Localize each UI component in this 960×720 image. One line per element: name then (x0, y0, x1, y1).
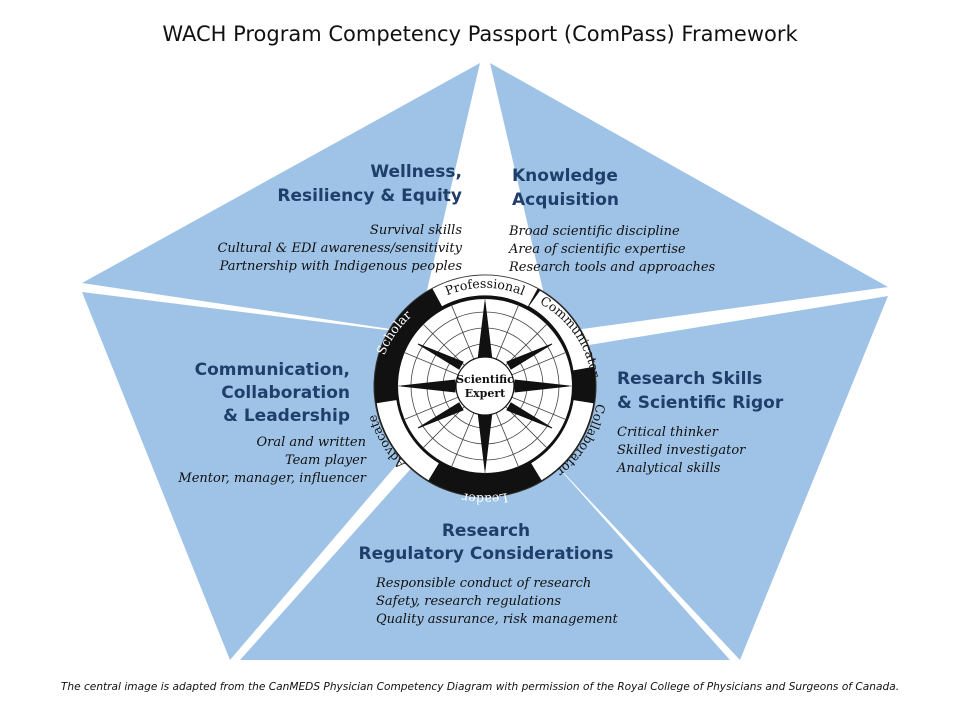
ring-sector-communicator (529, 290, 593, 371)
star-point-southeast (506, 402, 553, 429)
communication-text: Communication, Collaboration & Leadershi… (177, 360, 366, 486)
star-point-southwest (417, 402, 464, 429)
star-point-northeast (506, 343, 553, 370)
segment-regulatory (240, 455, 730, 660)
segment-communication (82, 292, 410, 660)
communication-item: Oral and written (256, 435, 366, 450)
ring-label-leader: Leader (461, 490, 510, 507)
communication-item: Mentor, manager, influencer (177, 471, 366, 486)
wellness-item: Partnership with Indigenous peoples (219, 259, 463, 274)
svg-text:Resiliency & Equity: Resiliency & Equity (277, 186, 462, 206)
compass-rose: Scientific Expert Professional Communica… (364, 274, 608, 507)
footnote: The central image is adapted from the Ca… (60, 681, 900, 693)
research-skills-heading-line: Research Skills (617, 369, 762, 389)
wellness-heading-line: Resiliency & Equity (277, 186, 462, 206)
segment-research-skills (547, 296, 888, 660)
regulatory-text: Research Regulatory Considerations Respo… (359, 521, 619, 627)
knowledge-item: Research tools and approaches (508, 260, 716, 275)
research-skills-item: Critical thinker (617, 425, 719, 440)
communication-heading-line: Collaboration (221, 383, 350, 403)
knowledge-item: Area of scientific expertise (508, 242, 686, 257)
regulatory-heading-line: Research (442, 521, 530, 541)
communication-heading-line: & Leadership (223, 406, 350, 426)
regulatory-heading-line: Regulatory Considerations (359, 544, 614, 564)
ring-sector-collaborator (531, 400, 594, 481)
star-point-east (514, 379, 570, 393)
center-label-line: Expert (465, 387, 506, 400)
knowledge-text: Knowledge Acquisition Broad scientific d… (508, 166, 716, 275)
research-skills-item: Skilled investigator (617, 443, 746, 458)
compass-star (400, 301, 570, 471)
knowledge-heading-line: Acquisition (512, 190, 619, 210)
regulatory-item: Safety, research regulations (376, 594, 561, 609)
compass-center-disc (455, 356, 515, 416)
center-label-line: Scientific (456, 373, 514, 386)
communication-heading-line: Communication, (195, 360, 350, 380)
research-skills-item: Analytical skills (616, 461, 721, 476)
svg-text:Wellness,: Wellness, (370, 162, 462, 182)
wellness-item: Cultural & EDI awareness/sensitivity (217, 241, 462, 256)
star-point-northwest (417, 343, 464, 370)
research-skills-heading-line: & Scientific Rigor (617, 393, 784, 413)
knowledge-item: Broad scientific discipline (508, 224, 680, 239)
ring-sector-professional (432, 275, 538, 307)
wellness-heading-line: Wellness, (370, 162, 462, 182)
research-skills-text: Research Skills & Scientific Rigor Criti… (616, 369, 784, 476)
regulatory-item: Responsible conduct of research (375, 576, 591, 591)
wellness-item: Survival skills (370, 223, 462, 238)
communication-item: Team player (285, 453, 367, 468)
regulatory-item: Quality assurance, risk management (376, 612, 619, 627)
knowledge-heading-line: Knowledge (512, 166, 618, 186)
wellness-text: Wellness, Resiliency & Equity Survival s… (217, 162, 462, 274)
segment-knowledge (490, 63, 888, 333)
pentagon-segments (82, 63, 888, 660)
ring-sector-advocate (376, 400, 439, 481)
star-point-west (400, 379, 456, 393)
page-title: WACH Program Competency Passport (ComPas… (162, 22, 798, 46)
segment-wellness (82, 63, 480, 333)
